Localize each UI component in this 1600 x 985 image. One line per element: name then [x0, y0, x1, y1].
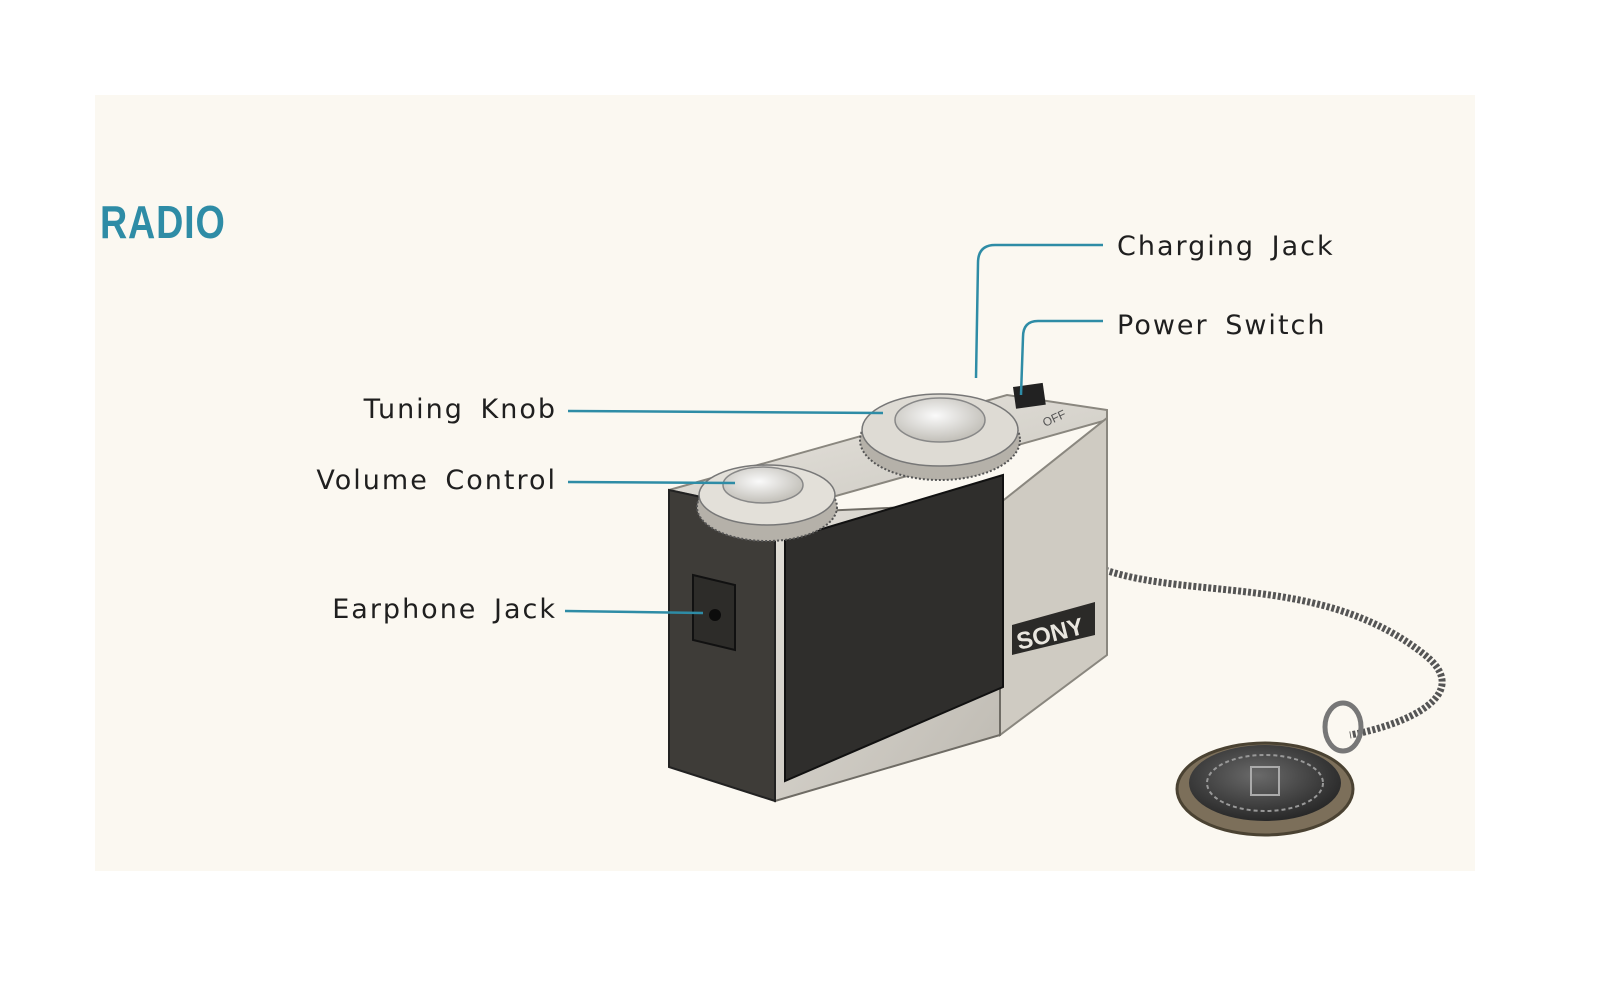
tuning-knob-art	[859, 393, 1021, 481]
label-earphone-jack: Earphone Jack	[332, 594, 557, 625]
key-ring	[1322, 700, 1364, 754]
leader-power-switch	[1019, 319, 1103, 396]
strap-chain	[1103, 566, 1446, 739]
leader-earphone-jack	[564, 609, 704, 615]
page-title: RADIO	[100, 196, 226, 248]
radio-illustration: SONY OFF	[564, 243, 1446, 837]
label-volume-control: Volume Control	[316, 465, 557, 496]
leader-tuning-knob	[567, 409, 884, 415]
label-tuning-knob: Tuning Knob	[363, 394, 557, 425]
label-power-switch: Power Switch	[1117, 310, 1327, 341]
manual-page: RADIO	[95, 95, 1475, 871]
medallion-charm	[1175, 741, 1355, 837]
leader-volume-control	[567, 480, 736, 485]
label-charging-jack: Charging Jack	[1117, 231, 1335, 262]
leader-charging-jack	[974, 243, 1103, 379]
volume-knob-art	[696, 464, 838, 542]
